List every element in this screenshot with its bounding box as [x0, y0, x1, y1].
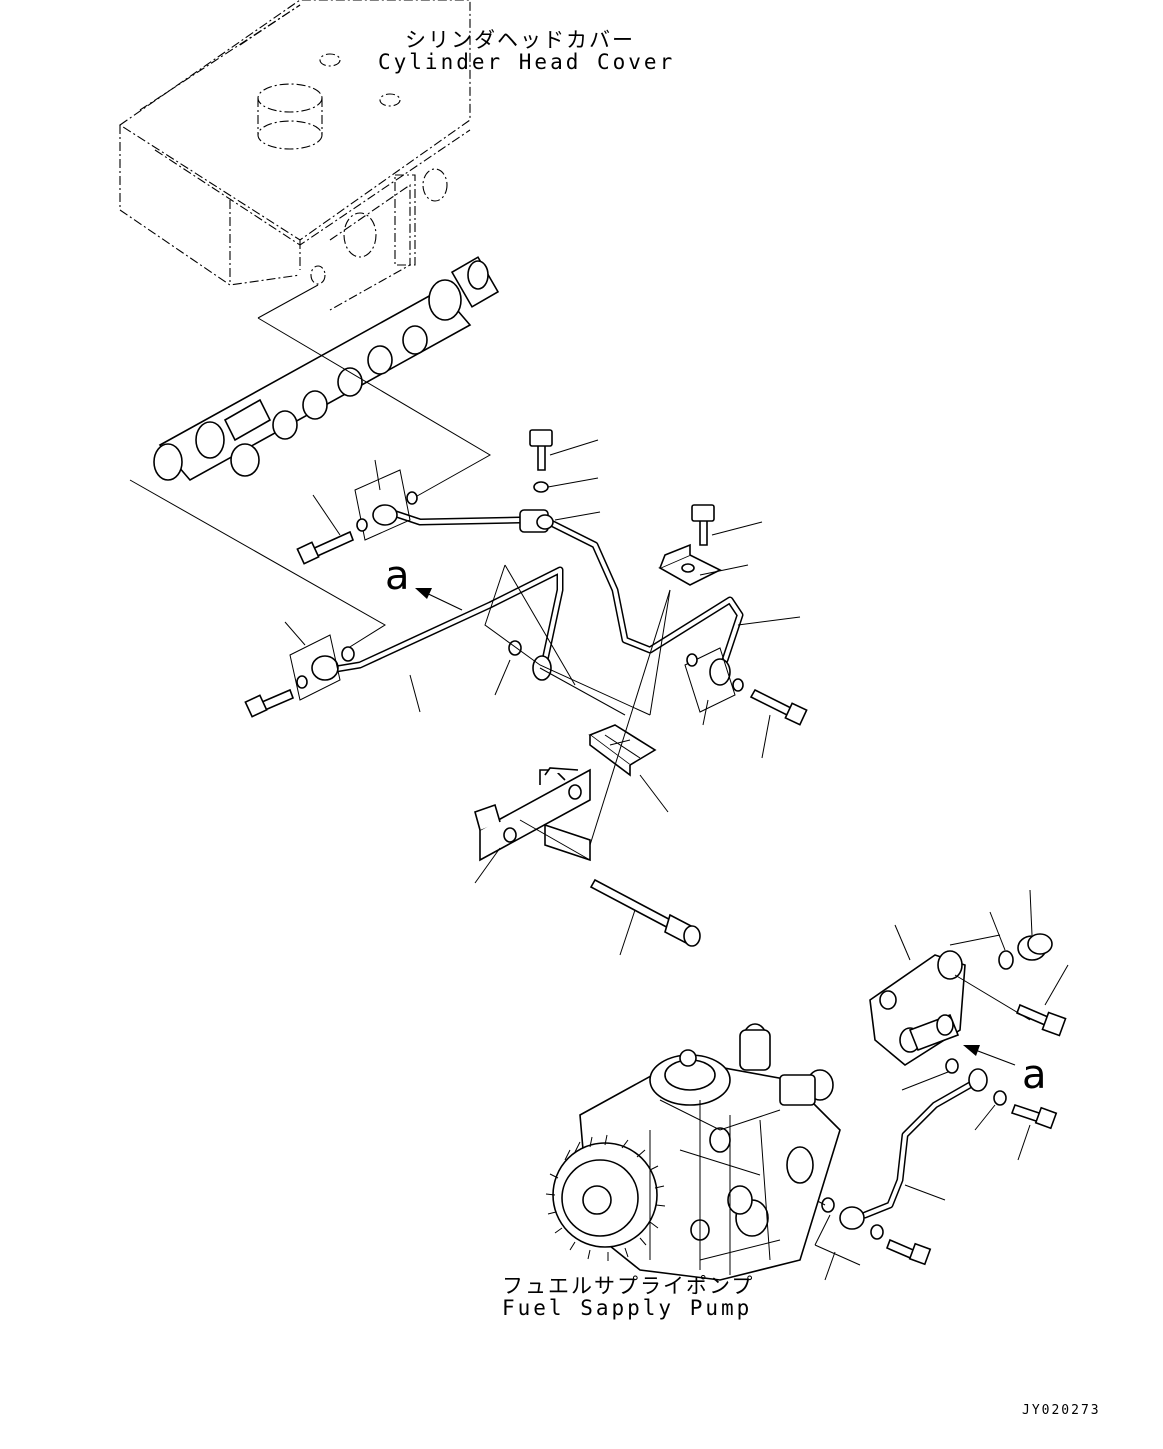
cylinder-head-cover-drawing: [119, 0, 471, 311]
view-arrow-upper: [415, 588, 463, 611]
bolt-upper-5: [749, 688, 808, 726]
fuel-pipe-upper-1: [372, 504, 744, 686]
view-ref-upper: a: [385, 553, 410, 599]
common-rail-drawing: [153, 256, 500, 482]
plug: [1017, 933, 1053, 961]
bolt-upper-3: [691, 504, 715, 546]
bolt-upper-2: [529, 429, 553, 471]
bolt-lower-1: [1015, 1003, 1067, 1037]
view-ref-lower: a: [1022, 1052, 1047, 1098]
bolt-lower-2: [1010, 1103, 1058, 1130]
fuel-supply-pump-drawing: [545, 1023, 841, 1281]
view-arrow-lower: [963, 1045, 1016, 1066]
fuel-pipe-upper-2: [311, 566, 564, 681]
cylinder-head-cover-label-jp: シリンダヘッドカバー: [405, 28, 635, 52]
bolt-lower-3: [885, 1238, 932, 1266]
bracket-lower: [474, 767, 591, 862]
long-bolt: [589, 878, 701, 947]
support-block: [869, 950, 966, 1066]
fuel-supply-pump-label-jp: フュエルサプライポンプ: [502, 1274, 755, 1298]
fuel-supply-pump-label-en: Fuel Sapply Pump: [502, 1296, 753, 1320]
bolt-upper-1: [296, 530, 355, 565]
fuel-pipe-lower: [839, 1068, 988, 1230]
pipe-clamp: [588, 724, 657, 777]
pipe-clip-upper: [658, 543, 722, 586]
bolt-upper-4: [244, 688, 295, 718]
drawing-code: JY020273: [1022, 1403, 1101, 1418]
cylinder-head-cover-label-en: Cylinder Head Cover: [378, 50, 676, 74]
